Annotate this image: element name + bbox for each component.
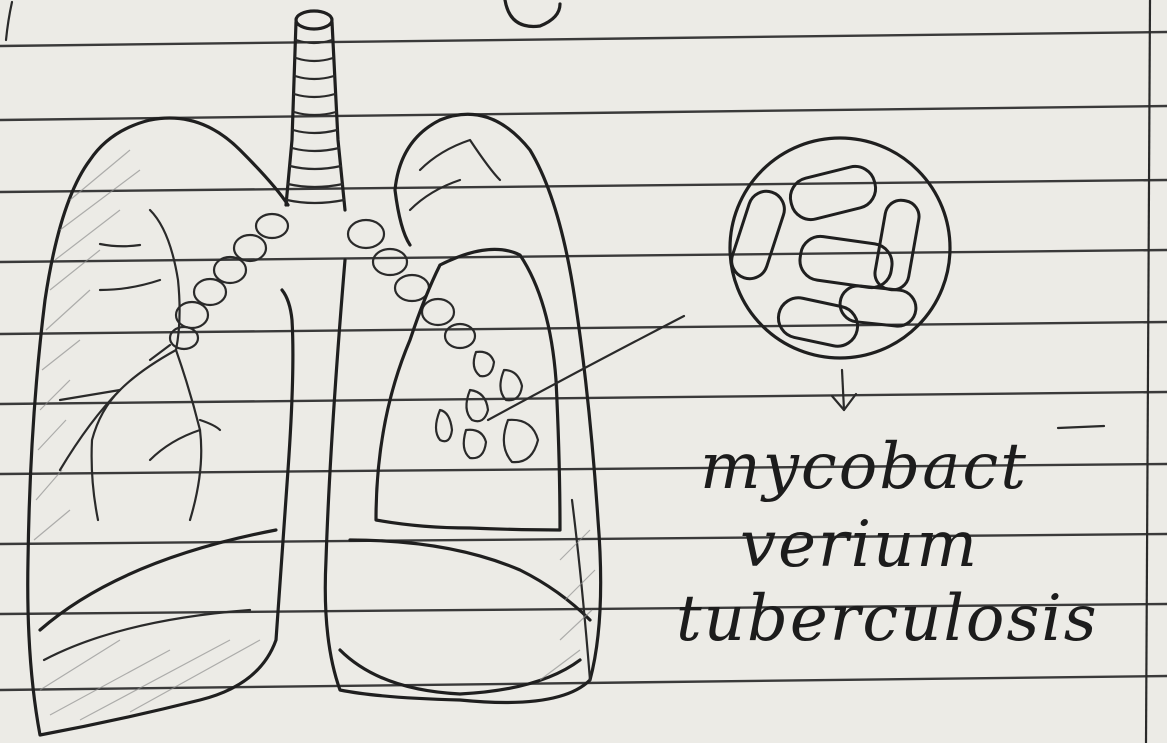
label-line-1: mycobact [700, 430, 1028, 504]
label-line-2: verium [740, 508, 979, 582]
left-bronchus [150, 214, 288, 360]
right-lung [325, 114, 600, 702]
arrow-down [832, 370, 856, 410]
stray-stroke [505, 0, 560, 26]
stray-stroke [6, 2, 12, 40]
organism-label: mycobact verium tuberculosis [676, 426, 1104, 656]
label-line-3: tuberculosis [676, 582, 1099, 656]
pointer-line [488, 316, 684, 420]
left-lung [28, 118, 293, 735]
infected-region [376, 249, 560, 530]
